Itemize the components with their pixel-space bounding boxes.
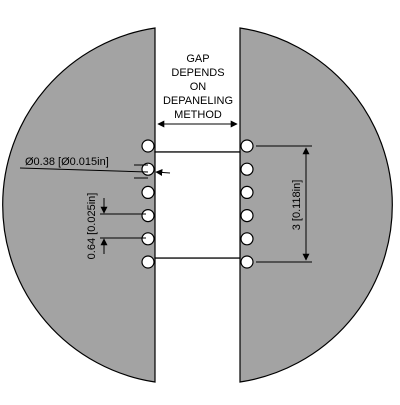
left-hole-1	[141, 139, 155, 153]
left-mouse-bite-holes	[141, 139, 155, 269]
gap-note-line-4: DEPANELING	[163, 95, 233, 107]
right-hole-5	[240, 232, 254, 246]
right-hole-1	[240, 139, 254, 153]
gap-note-line-5: METHOD	[174, 109, 222, 121]
hole-diameter-leader-arrow	[155, 168, 171, 176]
left-hole-3	[141, 185, 155, 199]
gap-note-line-3: ON	[190, 81, 207, 93]
breakaway-tab	[154, 151, 241, 259]
left-hole-6	[141, 255, 155, 269]
gap-note-line-2: DEPENDS	[171, 67, 224, 79]
right-hole-2	[240, 162, 254, 176]
span-label: 3 [0.118in]	[291, 180, 303, 231]
right-hole-3	[240, 185, 254, 199]
hole-diameter-leader	[19, 167, 149, 173]
right-mouse-bite-holes	[240, 139, 254, 269]
hole-diameter-label: Ø0.38 [Ø0.015in]	[25, 156, 109, 168]
right-hole-6	[240, 255, 254, 269]
right-hole-4	[240, 209, 254, 223]
left-hole-5	[141, 232, 155, 246]
left-board-half	[2, 27, 241, 383]
hole-pitch-label: 0.64 [0.025in]	[86, 193, 98, 260]
gap-note-line-1: GAP	[186, 53, 209, 65]
left-hole-4	[141, 209, 155, 223]
right-board-half	[239, 27, 393, 383]
